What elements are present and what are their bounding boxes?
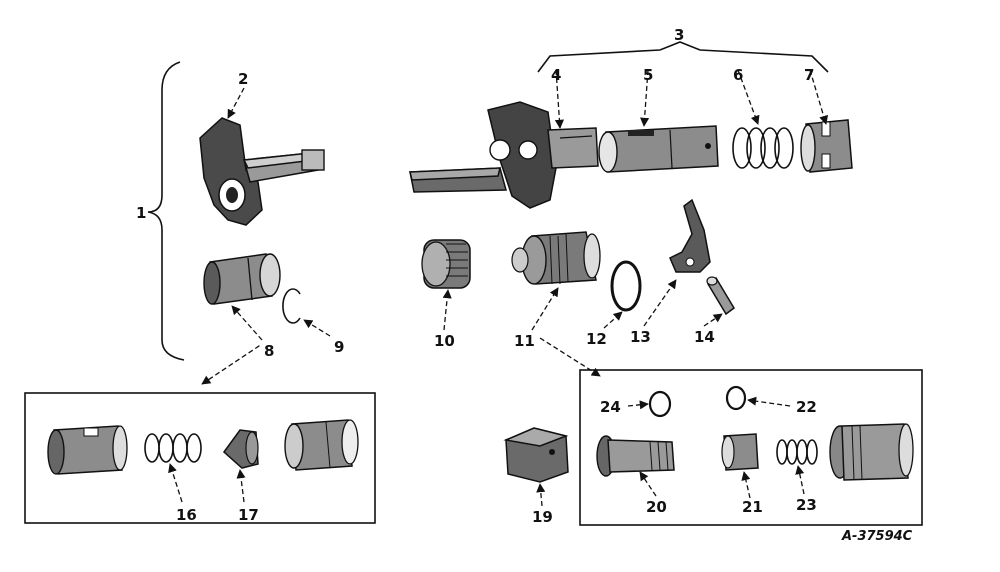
part-6-spring — [732, 127, 794, 169]
callout-2: 2 — [238, 70, 248, 88]
callout-5: 5 — [643, 66, 653, 84]
part-13-latch — [669, 198, 711, 273]
part-3-lever-assembly — [409, 101, 599, 209]
part-14-pin — [706, 276, 735, 316]
part-8-body — [47, 425, 128, 475]
part-11-body — [829, 423, 914, 481]
callout-10: 10 — [434, 332, 455, 350]
callout-17: 17 — [238, 506, 259, 524]
callout-4: 4 — [551, 66, 561, 84]
figure-id: A-37594C — [841, 529, 913, 544]
part-2-lever-shaft — [199, 117, 325, 226]
callout-11: 11 — [514, 332, 535, 350]
assembly-1-bracket — [147, 61, 185, 361]
part-8-cap — [284, 419, 359, 471]
part-10-cap — [421, 239, 471, 289]
part-16-spring — [144, 433, 202, 463]
part-11-fitting — [511, 231, 601, 285]
part-22-washer — [725, 385, 747, 411]
part-12-ring — [610, 260, 642, 312]
callout-19: 19 — [532, 508, 553, 526]
callout-8: 8 — [264, 342, 274, 360]
callout-14: 14 — [694, 328, 715, 346]
callout-22: 22 — [796, 398, 817, 416]
callout-23: 23 — [796, 496, 817, 514]
callout-24: 24 — [600, 398, 621, 416]
part-5-tube — [598, 125, 719, 173]
callout-labels: 1 2 3 4 5 6 7 8 9 10 11 12 13 14 16 17 1… — [136, 26, 913, 544]
part-8-sleeve — [203, 253, 281, 305]
assembly-3-bracket — [537, 41, 829, 73]
callout-16: 16 — [176, 506, 197, 524]
callout-3: 3 — [674, 26, 684, 44]
callout-21: 21 — [742, 498, 763, 516]
callout-7: 7 — [804, 66, 814, 84]
part-7-collar — [800, 119, 853, 173]
leader-lines — [168, 69, 829, 507]
part-19-hex-cap — [503, 427, 569, 483]
part-24-washer — [648, 390, 672, 418]
part-21-bushing — [721, 433, 759, 471]
callout-9: 9 — [334, 338, 344, 356]
part-9-snap-ring — [282, 288, 301, 324]
callout-6: 6 — [733, 66, 743, 84]
part-23-spring — [776, 439, 818, 465]
callout-1: 1 — [136, 204, 146, 222]
part-20-bolt — [596, 435, 675, 477]
detail-box-11 — [579, 369, 923, 526]
callout-12: 12 — [586, 330, 607, 348]
part-17-cone — [222, 429, 259, 469]
callout-20: 20 — [646, 498, 667, 516]
detail-box-8 — [24, 392, 376, 524]
callout-13: 13 — [630, 328, 651, 346]
